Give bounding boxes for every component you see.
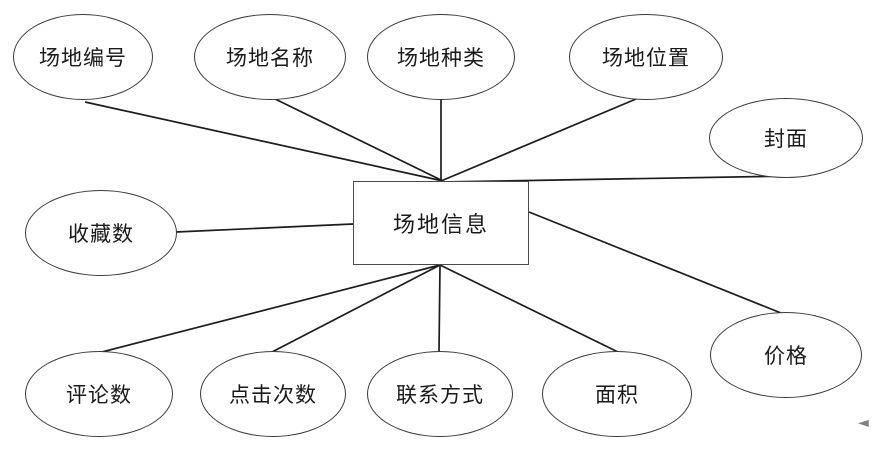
attribute-ellipse: 场地种类 xyxy=(367,14,515,100)
connector-line xyxy=(440,98,637,182)
attribute-label: 场地编号 xyxy=(39,46,127,70)
connector-line xyxy=(439,264,619,353)
attribute-label: 价格 xyxy=(764,344,808,368)
attribute-ellipse: 收藏数 xyxy=(25,190,177,276)
attribute-label: 封面 xyxy=(764,127,808,151)
attribute-ellipse: 场地编号 xyxy=(13,14,153,100)
attribute-label: 场地名称 xyxy=(226,46,314,70)
attribute-label: 联系方式 xyxy=(396,383,484,407)
attribute-ellipse: 面积 xyxy=(542,351,692,437)
attribute-label: 评论数 xyxy=(66,383,132,407)
attribute-ellipse: 封面 xyxy=(709,98,863,178)
connector-line xyxy=(84,101,444,182)
attribute-label: 面积 xyxy=(595,383,639,407)
connector-line xyxy=(528,211,787,316)
connector-line xyxy=(97,264,441,354)
entity-label: 场地信息 xyxy=(392,212,489,237)
attribute-ellipse: 评论数 xyxy=(25,351,173,437)
connector-line xyxy=(175,223,354,233)
entity-box: 场地信息 xyxy=(353,181,529,265)
connector-line xyxy=(271,264,441,353)
attribute-ellipse: 联系方式 xyxy=(367,351,513,437)
attribute-ellipse: 点击次数 xyxy=(200,351,346,437)
attribute-label: 场地位置 xyxy=(602,46,690,70)
connector-line xyxy=(438,264,441,353)
scroll-left-arrow-icon[interactable]: ◄ xyxy=(858,415,869,431)
attribute-ellipse: 价格 xyxy=(710,312,862,398)
attribute-label: 场地种类 xyxy=(397,46,485,70)
attribute-label: 收藏数 xyxy=(68,222,134,246)
connector-line xyxy=(270,96,444,182)
attribute-label: 点击次数 xyxy=(229,383,317,407)
attribute-ellipse: 场地名称 xyxy=(194,14,346,100)
attribute-ellipse: 场地位置 xyxy=(569,14,723,100)
